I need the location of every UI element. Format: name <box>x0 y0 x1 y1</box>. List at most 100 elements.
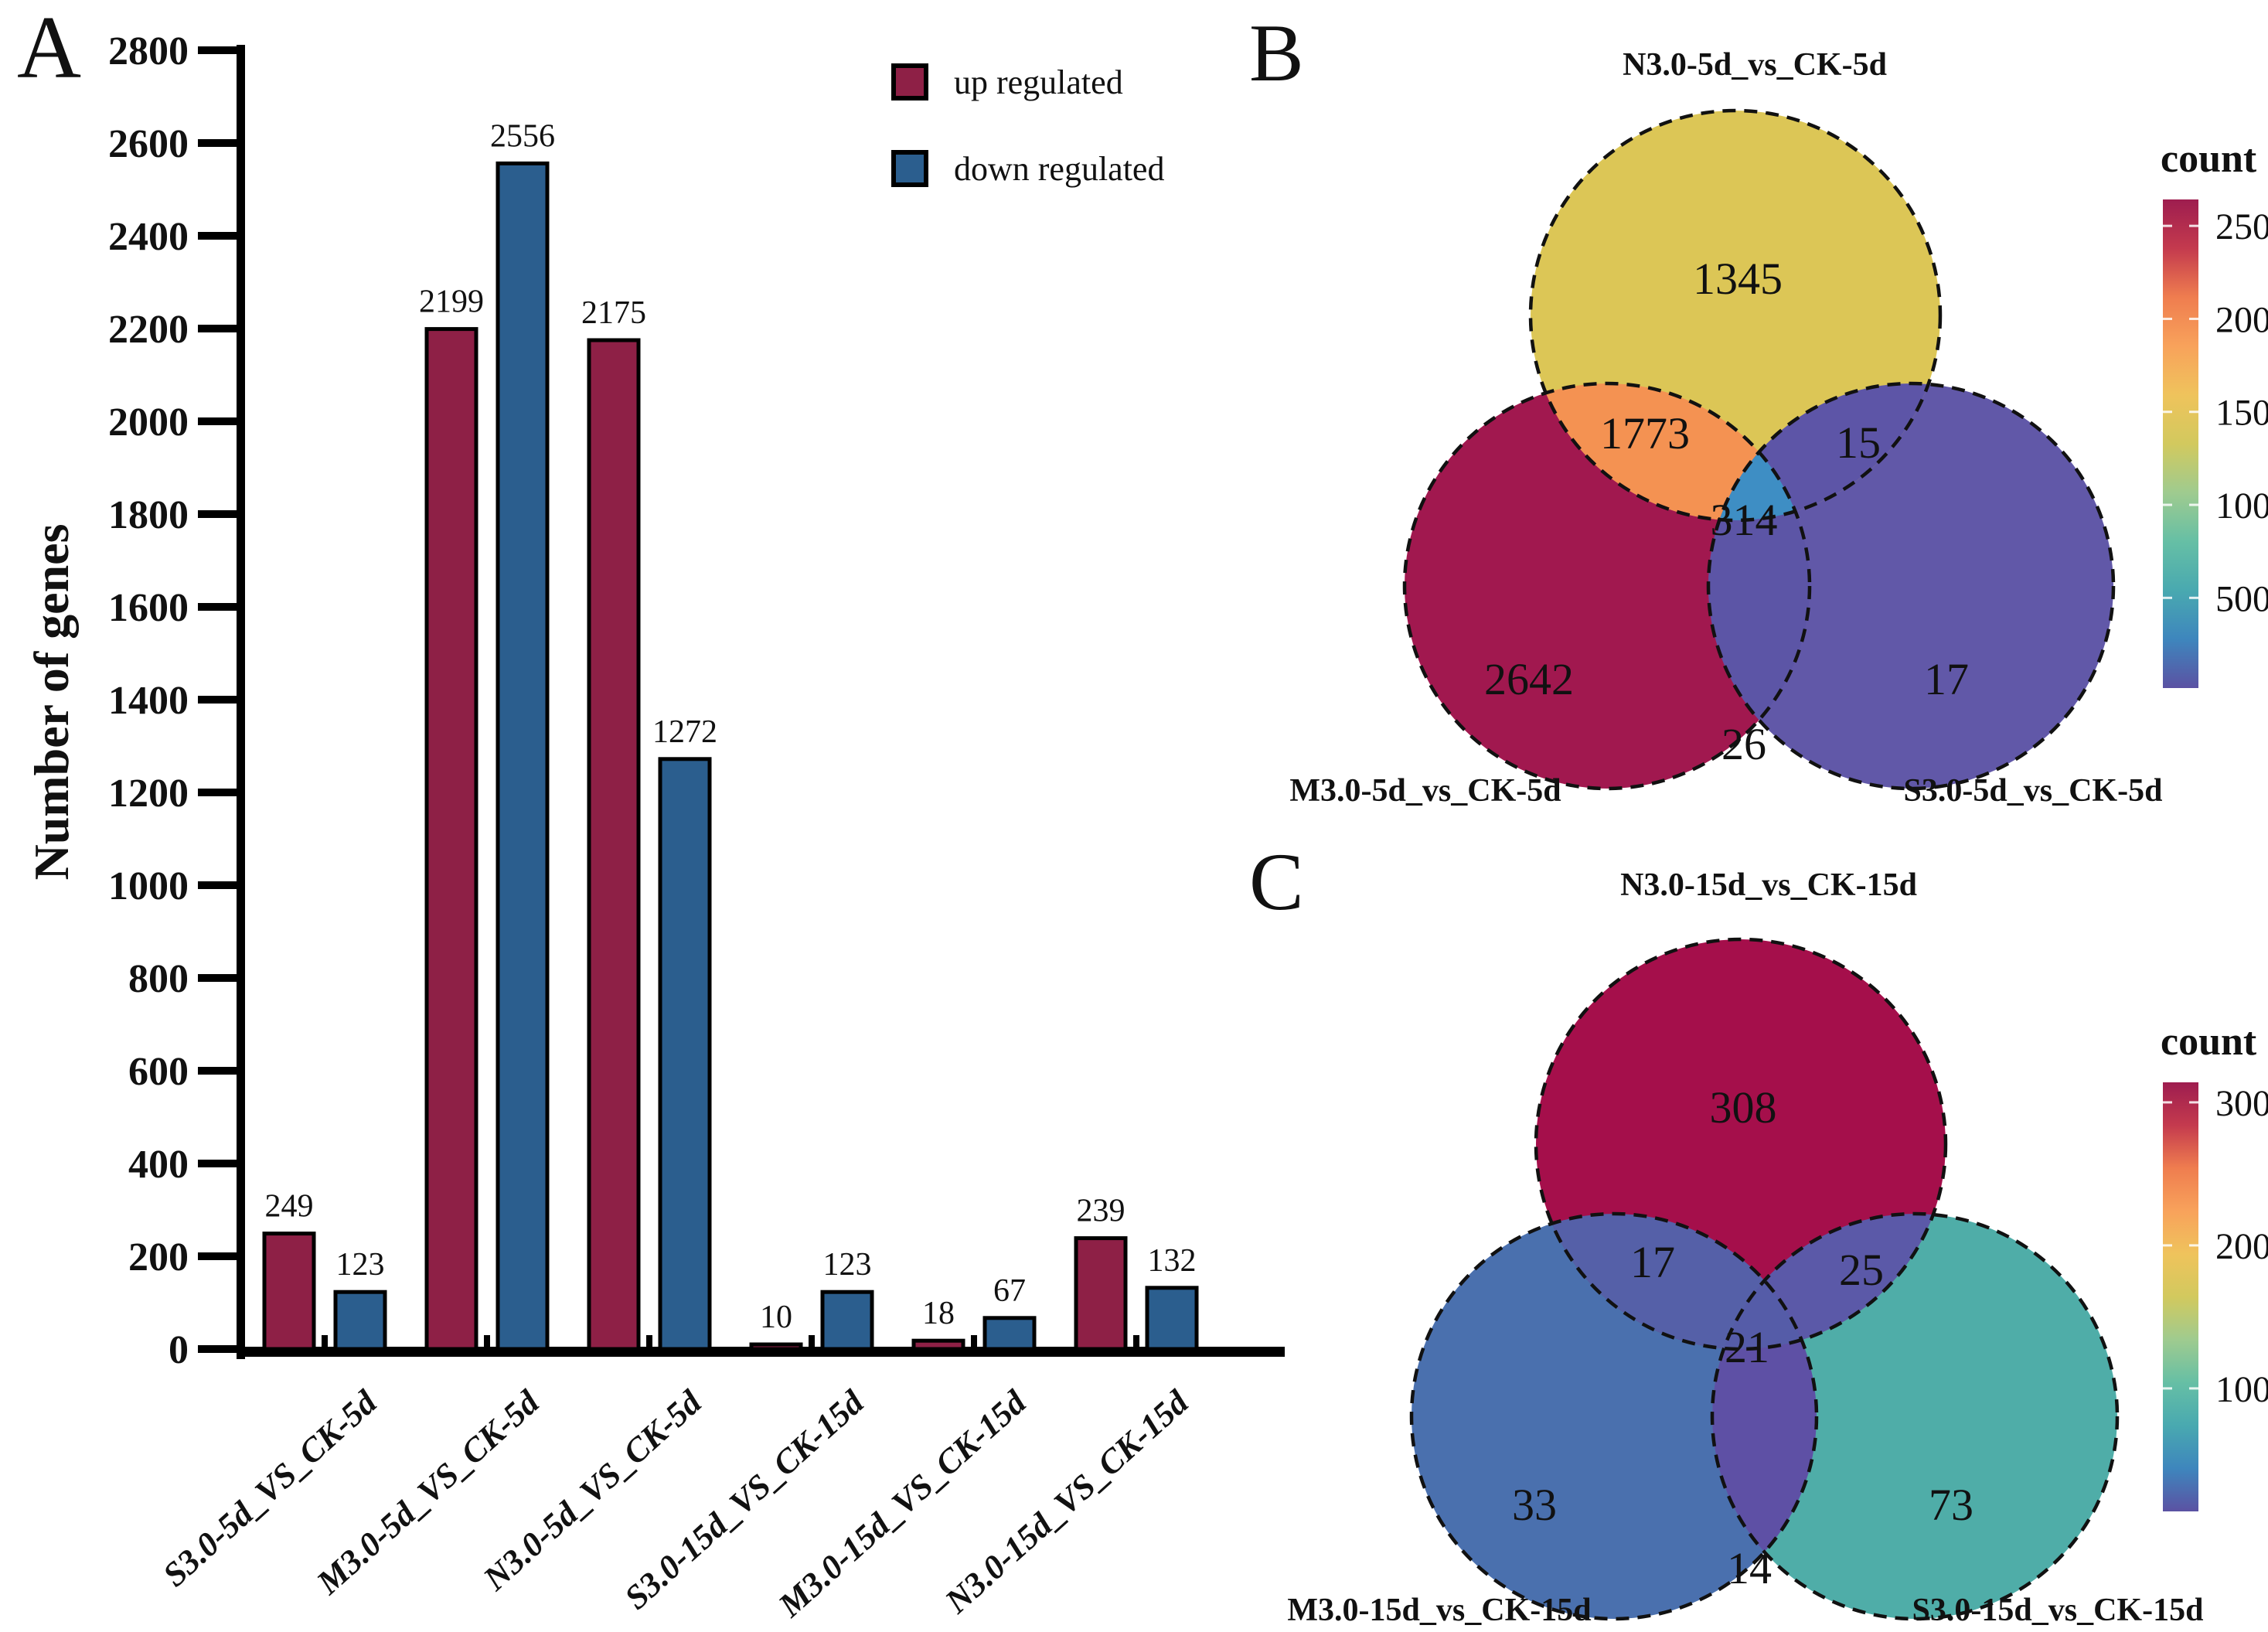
colorbar-tick-label: 100 <box>2215 1369 2268 1410</box>
y-tick <box>198 696 237 704</box>
bar-value-label: 67 <box>993 1273 1026 1309</box>
group-tick <box>1133 1335 1139 1349</box>
y-tick <box>198 603 237 611</box>
venn-c-topright-region <box>1712 1214 1946 1349</box>
bar-up-regulated <box>1074 1236 1128 1351</box>
venn-region-count-right-only: 17 <box>1924 654 1969 704</box>
bar-down-regulated <box>982 1316 1037 1351</box>
y-tick <box>198 417 237 425</box>
venn-b-fills <box>1405 111 2113 789</box>
bar-down-regulated <box>820 1290 874 1351</box>
legend-label: down regulated <box>954 150 1164 188</box>
bar-up-regulated <box>262 1232 316 1351</box>
venn-region-count-top-left: 1773 <box>1600 408 1690 458</box>
y-tick-label: 1800 <box>108 493 189 537</box>
group-tick <box>322 1335 328 1349</box>
y-axis-line <box>237 45 245 1359</box>
y-tick-label: 400 <box>128 1143 189 1187</box>
y-tick-label: 2600 <box>108 122 189 166</box>
group-tick <box>646 1335 652 1349</box>
venn-set-label-left: M3.0-5d_vs_CK-5d <box>1289 773 1561 809</box>
bar-value-label: 249 <box>265 1189 314 1225</box>
bar-down-regulated <box>333 1290 387 1351</box>
y-tick-label: 200 <box>128 1235 189 1279</box>
colorbar-tick-label: 300 <box>2215 1083 2268 1124</box>
y-tick <box>198 510 237 518</box>
venn-b-left-circle-outline <box>1402 381 1812 791</box>
y-tick-label: 2400 <box>108 215 189 259</box>
colorbar-tick-label: 1500 <box>2215 393 2268 434</box>
venn-region-count-top-right: 15 <box>1836 417 1881 468</box>
bar-down-regulated <box>658 757 712 1351</box>
bar-value-label: 18 <box>922 1296 955 1331</box>
y-axis-title: Number of genes <box>24 524 79 881</box>
bar-value-label: 2556 <box>490 118 555 154</box>
venn-region-count-top-only: 308 <box>1710 1082 1777 1133</box>
venn-region-count-left-only: 2642 <box>1484 654 1574 704</box>
venn-set-label-top: N3.0-5d_vs_CK-5d <box>1623 47 1887 83</box>
legend-swatch-up <box>891 63 928 101</box>
venn-region-count-top-left: 17 <box>1630 1237 1675 1287</box>
panel-a-bar-chart: A 02004006008001000120014001600180020002… <box>17 0 1285 1625</box>
y-tick <box>198 1067 237 1075</box>
colorbar-title: count <box>2161 137 2257 181</box>
y-tick <box>198 974 237 982</box>
venn-c-top-circle-outline <box>1534 937 1948 1351</box>
bar-up-regulated <box>424 327 478 1351</box>
venn-region-count-top-only: 1345 <box>1693 254 1783 304</box>
colorbar-tick-label: 200 <box>2215 1226 2268 1267</box>
panel-letter-b: B <box>1249 8 1304 98</box>
colorbar-tick-label: 2500 <box>2215 206 2268 247</box>
venn-c-fills <box>1412 939 2117 1619</box>
venn-set-label-left: M3.0-15d_vs_CK-15d <box>1287 1593 1591 1628</box>
venn-set-label-right: S3.0-5d_vs_CK-5d <box>1904 773 2163 809</box>
venn-region-count-center: 314 <box>1711 495 1778 545</box>
venn-region-count-left-only: 33 <box>1512 1480 1557 1530</box>
panel-letter-c: C <box>1249 836 1304 927</box>
venn-b-top-circle-outline <box>1528 108 1943 523</box>
bar-value-label: 123 <box>823 1247 872 1283</box>
bar-chart-dynamic: 0200400600800100012001400160018002000220… <box>24 29 1285 1625</box>
colorbar-tick-label: 1000 <box>2215 486 2268 526</box>
venn-b-outlines <box>1402 108 2116 791</box>
y-tick-label: 2000 <box>108 400 189 445</box>
bar-value-label: 2199 <box>419 284 484 320</box>
venn-b-right-circle-outline <box>1706 381 2116 791</box>
colorbar-c-gradient <box>2163 1082 2198 1511</box>
bar-up-regulated <box>911 1338 965 1351</box>
colorbar-b-gradient <box>2163 199 2198 688</box>
group-tick <box>971 1335 977 1349</box>
y-tick <box>198 325 237 332</box>
bar-up-regulated <box>587 338 641 1351</box>
y-tick-label: 800 <box>128 957 189 1001</box>
bar-value-label: 1272 <box>652 714 717 750</box>
y-tick <box>198 139 237 147</box>
bar-down-regulated <box>495 161 550 1351</box>
legend-label: up regulated <box>954 63 1123 101</box>
venn-b-topright-region <box>1708 383 1940 520</box>
y-tick <box>198 232 237 240</box>
y-tick-label: 2800 <box>108 29 189 73</box>
bar-value-label: 239 <box>1077 1194 1125 1229</box>
venn-set-label-top: N3.0-15d_vs_CK-15d <box>1620 867 1917 903</box>
colorbar-title: count <box>2161 1020 2257 1064</box>
bar-up-regulated <box>749 1342 803 1351</box>
y-tick <box>198 789 237 796</box>
bar-down-regulated <box>1145 1286 1199 1351</box>
bar-value-label: 123 <box>336 1247 385 1283</box>
bar-value-label: 10 <box>760 1300 792 1335</box>
y-tick-label: 600 <box>128 1050 189 1094</box>
venn-region-count-center: 21 <box>1725 1322 1769 1372</box>
venn-c-topleft-region <box>1536 1214 1817 1349</box>
y-tick <box>198 1160 237 1167</box>
y-tick <box>198 46 237 54</box>
group-tick <box>484 1335 490 1349</box>
y-tick-label: 1600 <box>108 586 189 630</box>
venn-set-label-right: S3.0-15d_vs_CK-15d <box>1912 1593 2204 1628</box>
y-tick <box>198 881 237 889</box>
